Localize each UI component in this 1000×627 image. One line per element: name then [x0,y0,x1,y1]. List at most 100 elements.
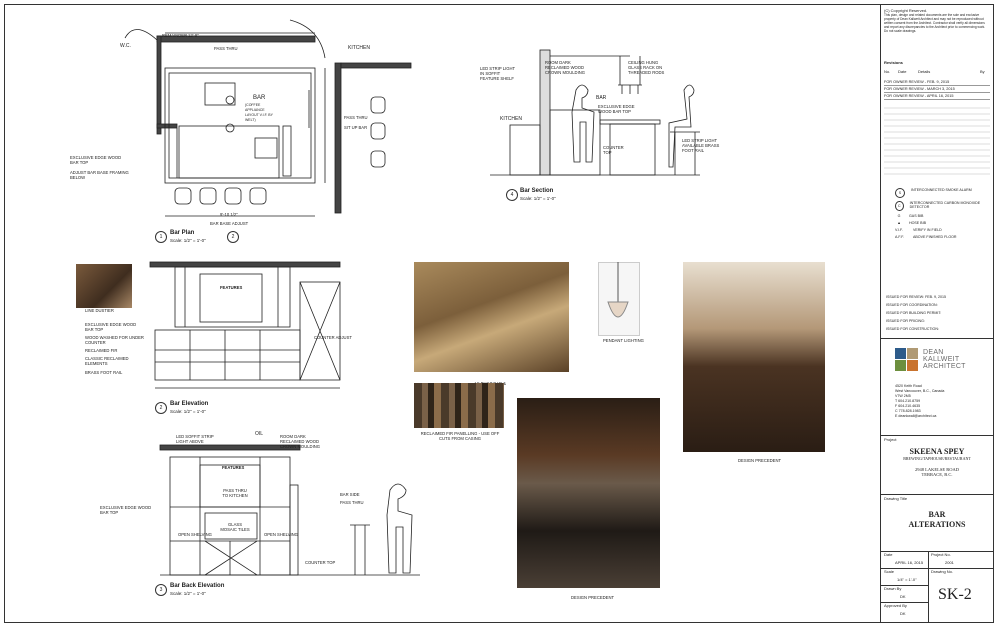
gas-bib-icon: G [897,214,901,218]
project-address-2: TERRACE, B.C. [921,472,953,477]
legend-text: INTERCONNECTED SMOKE ALARM [911,188,972,192]
legend-item: A.F.F.ABOVE FINISHED FLOOR [895,235,985,239]
copyright-text: This plan, design and related documents … [884,13,986,33]
address-line: V7W 2M5 [895,394,911,398]
drawing-title: BAR ALTERATIONS [880,510,994,530]
address-line: E deankwall@architect.ca [895,414,937,418]
back-features-label: FEATURES [222,465,245,470]
rev-row-1: FOR OWNER REVIEW - FEB. 9, 2015 [884,80,990,86]
hose-bib-icon: ▲ [897,221,901,225]
plan-dim-top: 12'-9" [188,33,199,38]
copyright-title: (C) Copyright Reserved. [884,8,928,13]
smoke-alarm-icon: S [895,188,905,198]
address-line: 4520 Keith Road [895,384,922,388]
project-block: SKEENA SPEY BREWING/TAPHOUSE/RESTAURANT … [880,447,994,477]
co-detector-icon: C [895,201,904,211]
back-pass-thru-side: PASS THRU [340,500,364,505]
issued-item: ISSUED FOR PRICING: [886,319,925,323]
scale-value: 1/4" = 1'-0" [897,577,917,582]
address-line: F 604.210.4635 [895,404,921,408]
approved-by: DK [900,611,906,616]
plan-pass-thru-side: PASS THRU [344,115,368,120]
design-precedent-photo-2 [517,398,660,588]
plan-callout-ref: 2 [227,231,239,243]
drawing-sheet [4,4,994,623]
elev-wood-label: WOOD WASHED FOR UNDER COUNTER [85,335,144,345]
issued-item: ISSUED FOR BUILDING PERMIT: [886,311,942,315]
plan-callout-1: 1 [155,231,167,243]
back-bar-side-label: BAR SIDE [340,492,360,497]
plan-wc-label: W.C. [120,43,131,49]
address-line: T 604.210.8759 [895,399,921,403]
project-sub: BREWING/TAPHOUSE/RESTAURANT [903,456,971,461]
back-counter-top: COUNTER TOP [305,560,336,565]
date-value: APRIL 16, 2015 [895,560,924,565]
back-exclusive-label: EXCLUSIVE EDGE WOOD BAR TOP [100,505,152,515]
legend-text: INTERCONNECTED CARBON MONOXIDE DETECTOR [909,201,981,209]
legend-text: GAS BIB [909,214,924,218]
firm-name: DEAN KALLWEIT ARCHITECT [923,349,966,370]
issued-item: ISSUED FOR COORDINATION: [886,303,938,307]
address-line: C 778.828.1983 [895,409,921,413]
issued-item: ISSUED FOR CONSTRUCTION: [886,327,939,331]
rev-col-no: No. [884,69,891,74]
project-no-label: Project No. [931,552,951,557]
plan-kitchen-side [334,62,412,214]
legend: S INTERCONNECTED SMOKE ALARM C INTERCONNEC… [895,188,985,239]
plan-exclusive-label: EXCLUSIVE EDGE WOOD BAR TOP [70,155,122,165]
section-reclaimed-label: ROOM DARK RECLAIMED WOOD CROWN MOULDING [545,60,586,75]
elev-line-label: LINE DUSTIER [85,308,114,313]
section-scale: Scale: 1/2" = 1'-0" [520,196,556,201]
as-built-bar-photo [414,262,569,372]
design-caption-2: DESIGN PRECEDENT [571,595,615,600]
sheet-number: SK-2 [938,586,972,603]
section-kitchen-label: KITCHEN [500,116,522,122]
legend-text: VERIFY IN FIELD [913,228,942,232]
reclaimed-fir-photo [414,383,504,428]
back-open-shelving-2: OPEN SHELVING [264,532,298,537]
revisions-heading: Revisions [884,60,903,65]
bar-elevation-drawing [149,261,341,389]
rev-col-by: By [980,69,985,74]
legend-item: C INTERCONNECTED CARBON MONOXIDE DETECTOR [895,201,985,211]
design-caption-1: DESIGN PRECEDENT [738,458,782,463]
back-open-shelving-1: OPEN SHELVING [178,532,212,537]
legend-sym: A.F.F. [895,235,904,239]
elevation-callout: 2 [155,402,167,414]
back-glass-label: GLASS MOSAIC TILES [220,522,250,532]
plan-bar-base-adjust: BAR BASE ADJUST [210,221,249,226]
plan-bar-label: BAR [253,95,266,101]
back-elevation-scale: Scale: 1/2" = 1'-0" [170,591,206,596]
plan-title: Bar Plan [170,230,195,236]
back-pass-thru-label: PASS THRU TO KITCHEN [222,488,248,498]
issued-list: ISSUED FOR REVIEW: FEB. 9, 2015 ISSUED F… [886,293,986,333]
legend-text: HOSE BIB [909,221,926,225]
elev-reclaimed-label: RECLAIMED FIR [85,348,118,353]
pendant-lamp-icon [607,262,629,318]
back-led-label: LED SOFFIT STRIP LIGHT ABOVE [176,434,214,444]
section-callout: 4 [506,189,518,201]
bar-back-elevation-drawing [159,444,420,576]
project-address-1: 2948 LAKELSE ROAD [915,467,959,472]
legend-item: S INTERCONNECTED SMOKE ALARM [895,188,985,198]
legend-item: ▲ HOSE BIB [895,221,985,225]
section-led-foot-label: LED STRIP LIGHT AVAILABLE BRASS FOOT RAI… [682,138,720,153]
revision-blank-rows [884,107,990,175]
elevation-scale: Scale: 1/2" = 1'-0" [170,409,206,414]
plan-bar-sub: (COFFEE APPLIANCE LAYOUT V.I.F. BY WELT) [245,103,273,122]
plan-pass-thru-label: PASS THRU [214,46,238,51]
drawn-by-label: Drawn By [884,586,902,591]
bar-section-drawing [490,49,700,176]
firm-logo [895,348,918,371]
firm-address: 4520 Keith Road West Vancouver, B.C., Ca… [895,384,944,419]
back-elevation-callout: 3 [155,584,167,596]
drawing-title-line-2: ALTERATIONS [908,520,966,529]
bar-plan-drawing [124,19,326,217]
issued-item: ISSUED FOR REVIEW: FEB. 9, 2015 [886,295,947,299]
drawn-by: DK [900,594,906,599]
rev-col-date: Date [898,69,907,74]
section-title: Bar Section [520,188,554,194]
section-exclusive-label: EXCLUSIVE EDGE WOOD BAR TOP [598,104,635,114]
section-bar-label: BAR [596,95,607,101]
design-precedent-photo-1 [683,262,825,452]
